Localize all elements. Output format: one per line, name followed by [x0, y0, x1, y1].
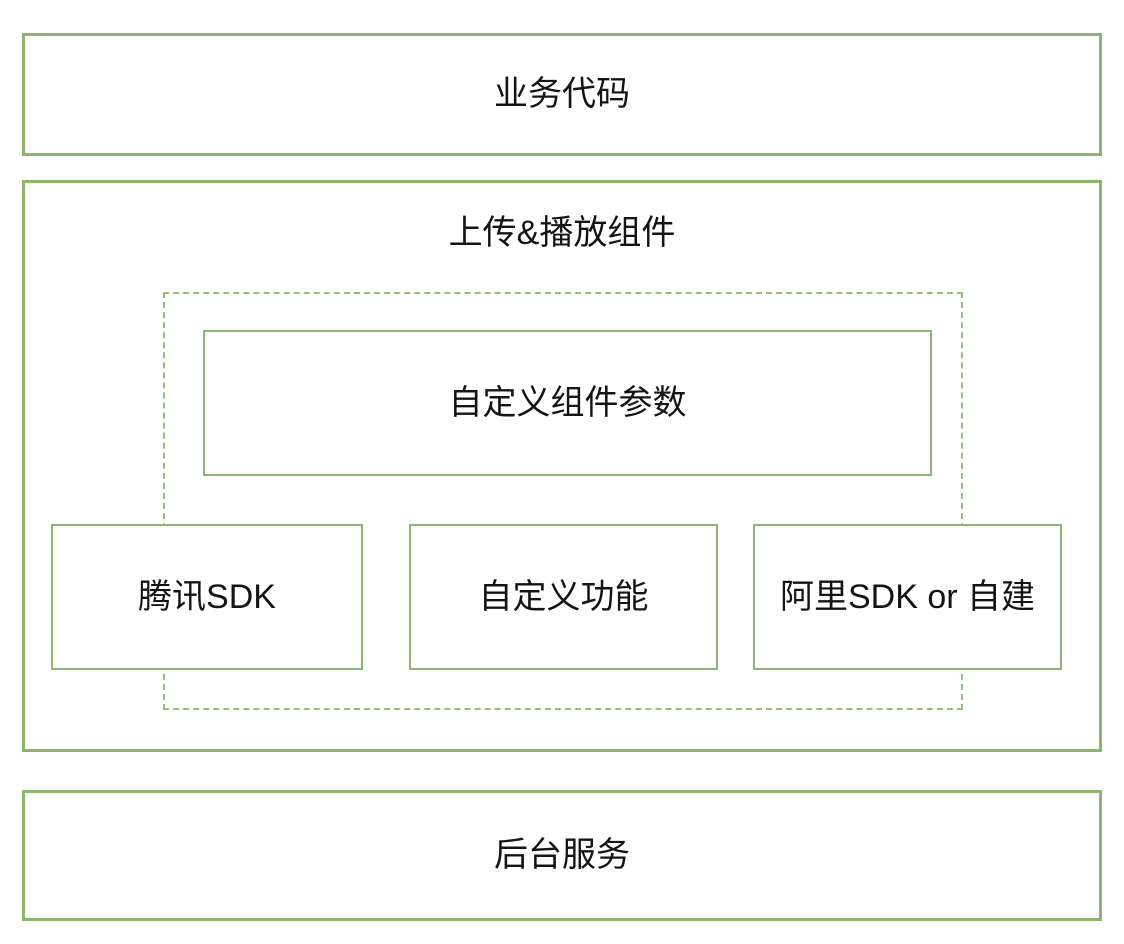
business-code-label: 业务代码: [494, 75, 630, 114]
ali-sdk-box: 阿里SDK or 自建: [753, 524, 1062, 670]
backend-service-box: 后台服务: [22, 790, 1102, 921]
custom-function-label: 自定义功能: [478, 577, 649, 616]
tencent-sdk-box: 腾讯SDK: [51, 524, 363, 670]
backend-service-label: 后台服务: [494, 836, 630, 875]
business-code-box: 业务代码: [22, 33, 1102, 156]
custom-region-dashed-box: [163, 292, 963, 710]
tencent-sdk-label: 腾讯SDK: [138, 577, 276, 616]
upload-play-component-title: 上传&播放组件: [448, 214, 676, 252]
custom-params-box: 自定义组件参数: [203, 330, 932, 476]
custom-params-label: 自定义组件参数: [448, 383, 687, 422]
ali-sdk-label: 阿里SDK or 自建: [779, 577, 1036, 616]
custom-function-box: 自定义功能: [409, 524, 718, 670]
